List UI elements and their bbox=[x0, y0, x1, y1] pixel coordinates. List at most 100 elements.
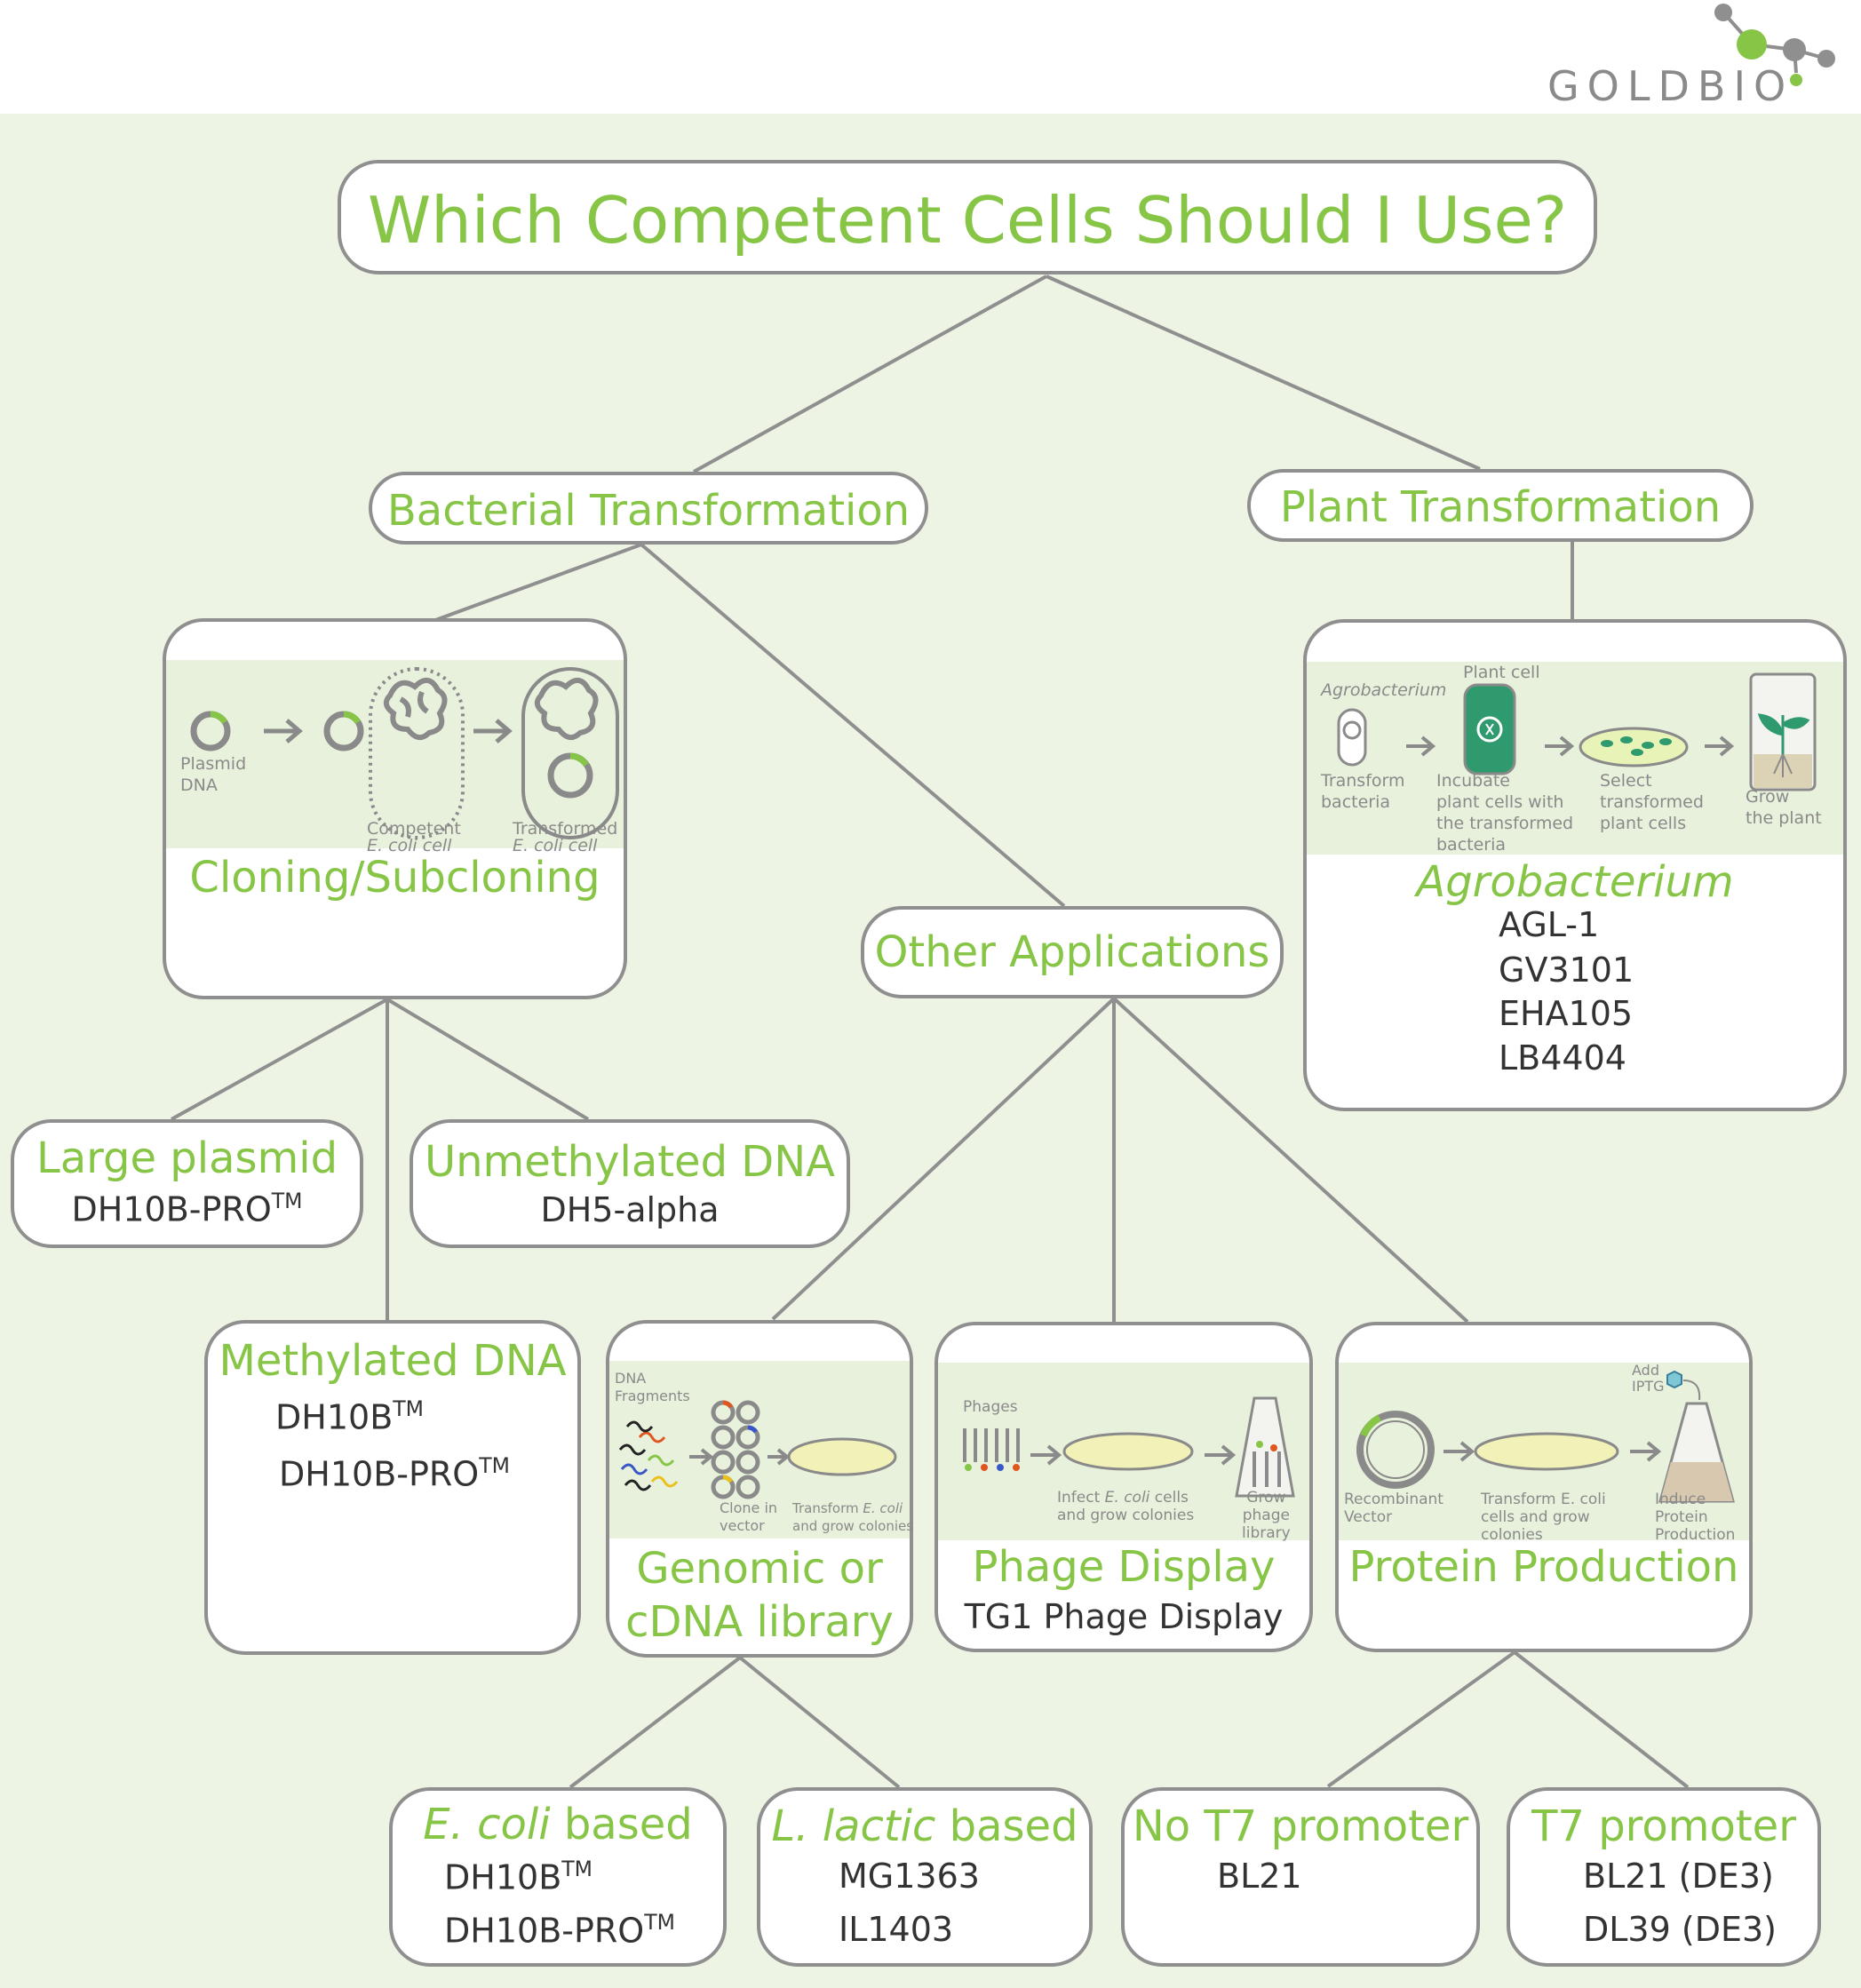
phages-caption: Phages bbox=[963, 1398, 1018, 1416]
transformed-ecoli-caption: E. coli cell bbox=[513, 836, 598, 855]
methylated-strain-2: DH10B-PROTM bbox=[279, 1453, 510, 1494]
arrow-icon bbox=[473, 719, 513, 744]
ecoli-strain-2: DH10B-PROTM bbox=[444, 1910, 675, 1951]
arrow-icon bbox=[1406, 736, 1436, 757]
plant-cell-caption: Plant cell bbox=[1463, 663, 1540, 682]
arrow-icon bbox=[264, 719, 303, 744]
phage-illustration: Phages Infect E. coli cells and grow col… bbox=[938, 1363, 1309, 1542]
add-caption: Add bbox=[1632, 1362, 1659, 1379]
protein-illustration: Add IPTG Recombinant Vector Transform E.… bbox=[1339, 1362, 1749, 1544]
protein-production-title: Protein Production bbox=[1348, 1542, 1739, 1592]
unmethylated-box: Unmethylated DNA DH5-alpha bbox=[410, 1119, 850, 1248]
protein-production-box: Add IPTG Recombinant Vector Transform E.… bbox=[1335, 1322, 1753, 1652]
t7-title: T7 promoter bbox=[1531, 1801, 1796, 1851]
methylated-title: Methylated DNA bbox=[219, 1336, 567, 1386]
transformed-caption: Transformed bbox=[513, 819, 618, 839]
no-t7-strain: BL21 bbox=[1217, 1857, 1302, 1896]
grow-phage-caption: Grow phage library bbox=[1242, 1489, 1291, 1542]
llactic-strain-2: IL1403 bbox=[839, 1910, 954, 1949]
strain-agl1: AGL-1 bbox=[1499, 905, 1600, 944]
bacterial-transformation-box: Bacterial Transformation bbox=[369, 472, 928, 545]
recombinant-vector-icon bbox=[1356, 1411, 1435, 1489]
arrow-icon bbox=[1205, 1444, 1237, 1466]
dna-coil-icon bbox=[534, 678, 599, 741]
competent-cell-icon bbox=[369, 667, 465, 839]
brand-name: GOLDBIO bbox=[1547, 62, 1794, 110]
t7-strain-1: BL21 (DE3) bbox=[1583, 1857, 1774, 1896]
infect-caption: Infect E. coli cells bbox=[1057, 1489, 1189, 1507]
arrow-icon bbox=[1705, 736, 1735, 757]
cloning-title: Cloning/Subcloning bbox=[189, 853, 600, 903]
transform-ecoli-caption: Transform E. coli cells and grow colonie… bbox=[1481, 1491, 1606, 1544]
induce-caption: Induce Protein Production bbox=[1655, 1491, 1736, 1544]
title-box: Which Competent Cells Should I Use? bbox=[338, 160, 1597, 274]
plasmid-dna-caption: Plasmid DNA bbox=[180, 754, 247, 795]
competent-caption: Competent bbox=[367, 819, 461, 839]
arrow-icon bbox=[1030, 1444, 1062, 1466]
no-t7-box: No T7 promoter BL21 bbox=[1121, 1787, 1480, 1967]
other-applications-box: Other Applications bbox=[861, 906, 1284, 998]
genomic-box: DNA Fragments Clone in vector Transform … bbox=[606, 1320, 913, 1658]
agrobacterium-diagram bbox=[1337, 672, 1817, 791]
ecoli-strain-1: DH10BTM bbox=[444, 1857, 592, 1897]
genomic-title-2: cDNA library bbox=[625, 1597, 894, 1647]
strain-gv3101: GV3101 bbox=[1499, 950, 1634, 990]
plasmid-icon bbox=[323, 711, 364, 751]
plasmid-vectors-icon bbox=[711, 1400, 760, 1499]
arrow-icon bbox=[1630, 1441, 1662, 1462]
bacterial-transformation-title: Bacterial Transformation bbox=[386, 486, 911, 536]
methylated-strain-1: DH10BTM bbox=[275, 1396, 424, 1437]
recombinant-vector-caption: Recombinant Vector bbox=[1344, 1491, 1443, 1526]
unmethylated-title: Unmethylated DNA bbox=[424, 1137, 836, 1187]
cloning-box: Plasmid DNA Competent E. coli cell Trans… bbox=[163, 618, 627, 999]
phages-icon bbox=[963, 1428, 1020, 1462]
petri-dish-icon bbox=[1474, 1432, 1619, 1471]
genomic-diagram bbox=[618, 1400, 897, 1499]
goldbio-logo: GOLDBIO bbox=[1546, 0, 1839, 111]
phage-display-title: Phage Display bbox=[972, 1542, 1276, 1592]
transform-bacteria-caption: Transform bacteria bbox=[1321, 771, 1405, 812]
petri-dish-icon bbox=[1579, 727, 1689, 767]
cloning-diagram bbox=[190, 667, 619, 839]
other-applications-title: Other Applications bbox=[874, 927, 1270, 977]
llactic-strain-1: MG1363 bbox=[839, 1857, 980, 1896]
strain-eha105: EHA105 bbox=[1499, 994, 1634, 1033]
petri-dish-icon bbox=[1062, 1432, 1194, 1471]
cloning-illustration: Plasmid DNA Competent E. coli cell Trans… bbox=[166, 660, 624, 855]
iptg-icon bbox=[1666, 1370, 1682, 1389]
page-title: Which Competent Cells Should I Use? bbox=[367, 183, 1568, 258]
agrobacterium-caption: Agrobacterium bbox=[1321, 680, 1447, 700]
plant-transformation-box: Plant Transformation bbox=[1247, 469, 1754, 542]
t7-box: T7 promoter BL21 (DE3) DL39 (DE3) bbox=[1507, 1787, 1821, 1967]
large-plasmid-box: Large plasmid DH10B-PROTM bbox=[11, 1119, 363, 1248]
arrow-icon bbox=[689, 1448, 714, 1466]
t7-strain-2: DL39 (DE3) bbox=[1583, 1910, 1777, 1949]
agrobacterium-title: Agrobacterium bbox=[1416, 857, 1734, 907]
clone-vector-caption: Clone in vector bbox=[720, 1499, 778, 1534]
transformed-cell-icon bbox=[521, 667, 619, 839]
agrobacterium-illustration: Agrobacterium Plant cell Transform bacte… bbox=[1307, 662, 1843, 855]
grow-colonies-caption: and grow colonies bbox=[792, 1518, 914, 1534]
ecoli-based-box: E. coli based DH10BTM DH10B-PROTM bbox=[389, 1787, 727, 1967]
methylated-box: Methylated DNA DH10BTM DH10B-PROTM bbox=[204, 1320, 581, 1655]
genomic-illustration: DNA Fragments Clone in vector Transform … bbox=[609, 1361, 914, 1539]
dna-fragments-icon bbox=[618, 1420, 679, 1491]
large-plasmid-title: Large plasmid bbox=[36, 1133, 338, 1183]
competent-ecoli-caption: E. coli cell bbox=[367, 836, 452, 855]
dna-fragments-caption: DNA Fragments bbox=[615, 1370, 690, 1404]
grow-plant-caption: Grow the plant bbox=[1746, 787, 1822, 828]
transform-caption: Transform E. coli bbox=[792, 1500, 903, 1516]
molecule-icon bbox=[1714, 4, 1835, 86]
plasmid-icon bbox=[190, 711, 231, 751]
infect-caption-2: and grow colonies bbox=[1057, 1507, 1195, 1524]
arrow-icon bbox=[1443, 1441, 1475, 1462]
petri-dish-icon bbox=[787, 1437, 897, 1476]
arrow-icon bbox=[767, 1448, 791, 1466]
dna-coil-icon bbox=[383, 678, 448, 741]
iptg-caption: IPTG bbox=[1632, 1378, 1665, 1395]
phage-display-box: Phages Infect E. coli cells and grow col… bbox=[934, 1322, 1313, 1652]
genomic-title-1: Genomic or bbox=[636, 1544, 883, 1594]
phage-display-strain: TG1 Phage Display bbox=[964, 1597, 1284, 1636]
